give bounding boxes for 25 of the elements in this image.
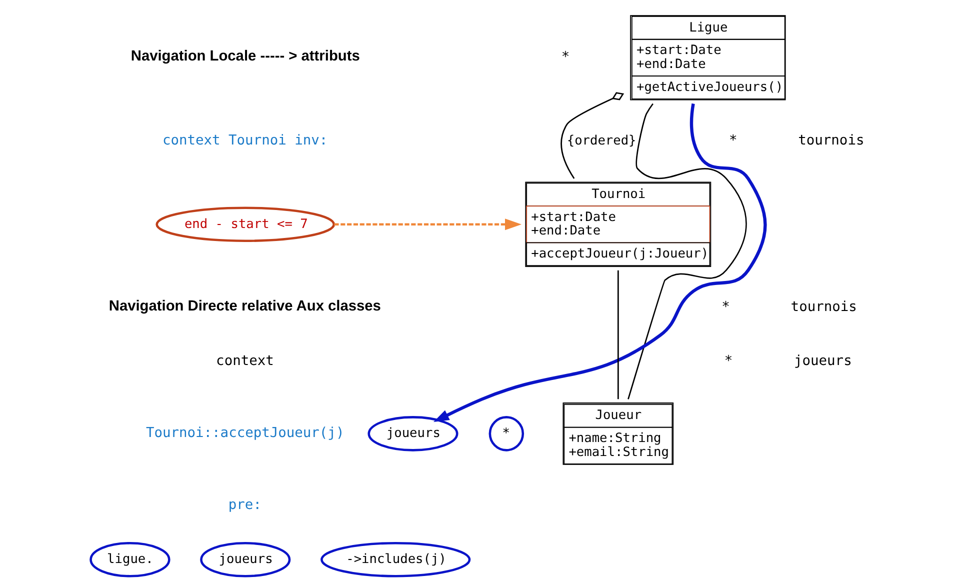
edge-label: {ordered}: [566, 133, 636, 148]
label: Tournoi::acceptJoueur(j): [145, 424, 344, 441]
label: pre:: [228, 496, 261, 513]
connector: [560, 92, 624, 179]
label: Navigation Locale ----- > attributs: [130, 48, 360, 64]
connector: [627, 103, 746, 400]
node-circle: *: [488, 416, 524, 452]
label: *: [721, 298, 730, 315]
arrow: [432, 103, 766, 422]
label: *: [724, 352, 732, 369]
label: tournois: [790, 298, 856, 315]
node-ellipse: joueurs: [367, 416, 458, 452]
label: joueurs: [794, 352, 852, 369]
node-ellipse: ->includes(j): [320, 542, 470, 578]
node-ellipse: joueurs: [200, 542, 290, 578]
label: tournois: [798, 132, 864, 148]
connector: [616, 270, 618, 400]
arrow: [334, 218, 522, 230]
label: context Tournoi inv:: [162, 132, 328, 148]
label: context: [216, 352, 274, 369]
node-ellipse: end - start <= 7: [155, 206, 335, 242]
node-ellipse: ligue.: [89, 542, 170, 578]
label: *: [728, 132, 737, 148]
label: *: [560, 48, 570, 65]
label: Navigation Directe relative Aux classes: [108, 298, 380, 314]
